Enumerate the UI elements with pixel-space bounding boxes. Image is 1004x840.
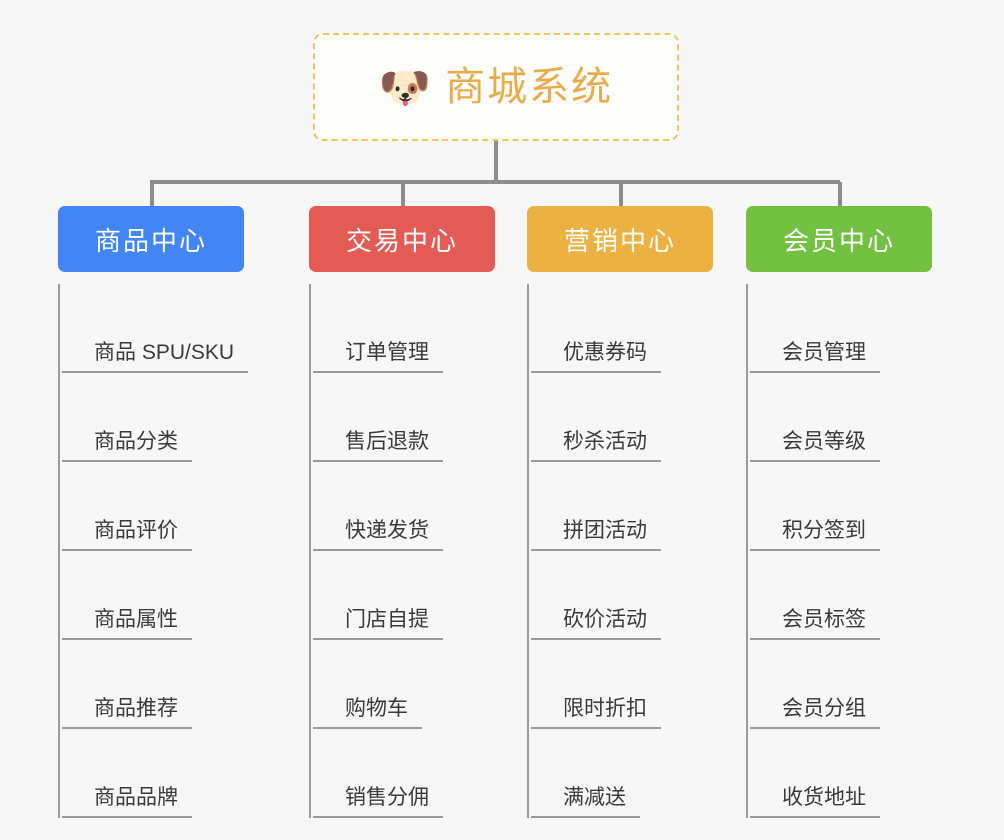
list-item-label: 收货地址	[750, 785, 880, 818]
item-list-product-center: 商品 SPU/SKU 商品分类 商品评价 商品属性 商品推荐 商品品牌	[58, 284, 249, 818]
connector-drop-product-center	[150, 182, 154, 206]
list-item-label: 售后退款	[313, 429, 443, 462]
list-item[interactable]: 会员标签	[748, 551, 932, 640]
root-title: 商城系统	[445, 65, 614, 109]
list-item-label: 商品分类	[62, 429, 192, 462]
list-item[interactable]: 商品品牌	[60, 729, 244, 818]
connector-drop-marketing-center	[619, 182, 623, 206]
list-item[interactable]: 限时折扣	[529, 640, 713, 729]
list-item-label: 会员分组	[750, 696, 880, 729]
list-item-label: 满减送	[531, 785, 640, 818]
column-trade-center: 交易中心 订单管理 售后退款 快递发货 门店自提 购物车 销售分佣	[309, 206, 495, 818]
list-item-label: 积分签到	[750, 518, 880, 551]
list-item[interactable]: 会员分组	[748, 640, 932, 729]
connector-root-stem	[494, 141, 498, 182]
list-item-label: 拼团活动	[531, 518, 661, 551]
column-marketing-center: 营销中心 优惠券码 秒杀活动 拼团活动 砍价活动 限时折扣 满减送	[527, 206, 713, 818]
list-item-label: 会员等级	[750, 429, 880, 462]
list-item[interactable]: 销售分佣	[311, 729, 495, 818]
list-item[interactable]: 快递发货	[311, 462, 495, 551]
list-item-label: 商品推荐	[62, 696, 192, 729]
list-item[interactable]: 购物车	[311, 640, 495, 729]
connector-drop-member-center	[838, 182, 842, 206]
list-item[interactable]: 商品属性	[60, 551, 244, 640]
list-item-label: 优惠券码	[531, 340, 661, 373]
list-item[interactable]: 商品评价	[60, 462, 244, 551]
mindmap-columns: 商品中心 商品 SPU/SKU 商品分类 商品评价 商品属性 商品推荐 商品品牌…	[0, 206, 1004, 826]
list-item-label: 商品 SPU/SKU	[62, 340, 249, 373]
connector-horizontal-bus	[150, 180, 840, 184]
list-item[interactable]: 积分签到	[748, 462, 932, 551]
item-list-member-center: 会员管理 会员等级 积分签到 会员标签 会员分组 收货地址	[746, 284, 932, 818]
connector-drop-trade-center	[401, 182, 405, 206]
list-item[interactable]: 商品分类	[60, 373, 244, 462]
item-list-marketing-center: 优惠券码 秒杀活动 拼团活动 砍价活动 限时折扣 满减送	[527, 284, 713, 818]
list-item[interactable]: 会员等级	[748, 373, 932, 462]
list-item-label: 会员管理	[750, 340, 880, 373]
list-item-label: 限时折扣	[531, 696, 661, 729]
list-item-label: 商品品牌	[62, 785, 192, 818]
list-item[interactable]: 门店自提	[311, 551, 495, 640]
dog-face-icon: 🐶	[378, 64, 432, 111]
list-item[interactable]: 砍价活动	[529, 551, 713, 640]
list-item[interactable]: 满减送	[529, 729, 713, 818]
category-header-marketing-center[interactable]: 营销中心	[527, 206, 713, 272]
list-item[interactable]: 拼团活动	[529, 462, 713, 551]
category-header-trade-center[interactable]: 交易中心	[309, 206, 495, 272]
list-item[interactable]: 会员管理	[748, 284, 932, 373]
column-product-center: 商品中心 商品 SPU/SKU 商品分类 商品评价 商品属性 商品推荐 商品品牌	[58, 206, 249, 818]
list-item[interactable]: 订单管理	[311, 284, 495, 373]
list-item-label: 秒杀活动	[531, 429, 661, 462]
list-item[interactable]: 收货地址	[748, 729, 932, 818]
list-item-label: 砍价活动	[531, 607, 661, 640]
spine-trade-center	[309, 284, 311, 818]
list-item-label: 订单管理	[313, 340, 443, 373]
category-header-member-center[interactable]: 会员中心	[746, 206, 932, 272]
list-item-label: 门店自提	[313, 607, 443, 640]
spine-marketing-center	[527, 284, 529, 818]
category-header-product-center[interactable]: 商品中心	[58, 206, 244, 272]
list-item[interactable]: 商品推荐	[60, 640, 244, 729]
spine-product-center	[58, 284, 60, 818]
list-item[interactable]: 秒杀活动	[529, 373, 713, 462]
item-list-trade-center: 订单管理 售后退款 快递发货 门店自提 购物车 销售分佣	[309, 284, 495, 818]
list-item-label: 商品评价	[62, 518, 192, 551]
list-item-label: 快递发货	[313, 518, 443, 551]
list-item[interactable]: 商品 SPU/SKU	[60, 284, 249, 373]
column-member-center: 会员中心 会员管理 会员等级 积分签到 会员标签 会员分组 收货地址	[746, 206, 932, 818]
list-item-label: 商品属性	[62, 607, 192, 640]
spine-member-center	[746, 284, 748, 818]
list-item[interactable]: 售后退款	[311, 373, 495, 462]
root-node[interactable]: 🐶 商城系统	[313, 33, 679, 141]
list-item-label: 购物车	[313, 696, 422, 729]
list-item[interactable]: 优惠券码	[529, 284, 713, 373]
list-item-label: 销售分佣	[313, 785, 443, 818]
list-item-label: 会员标签	[750, 607, 880, 640]
